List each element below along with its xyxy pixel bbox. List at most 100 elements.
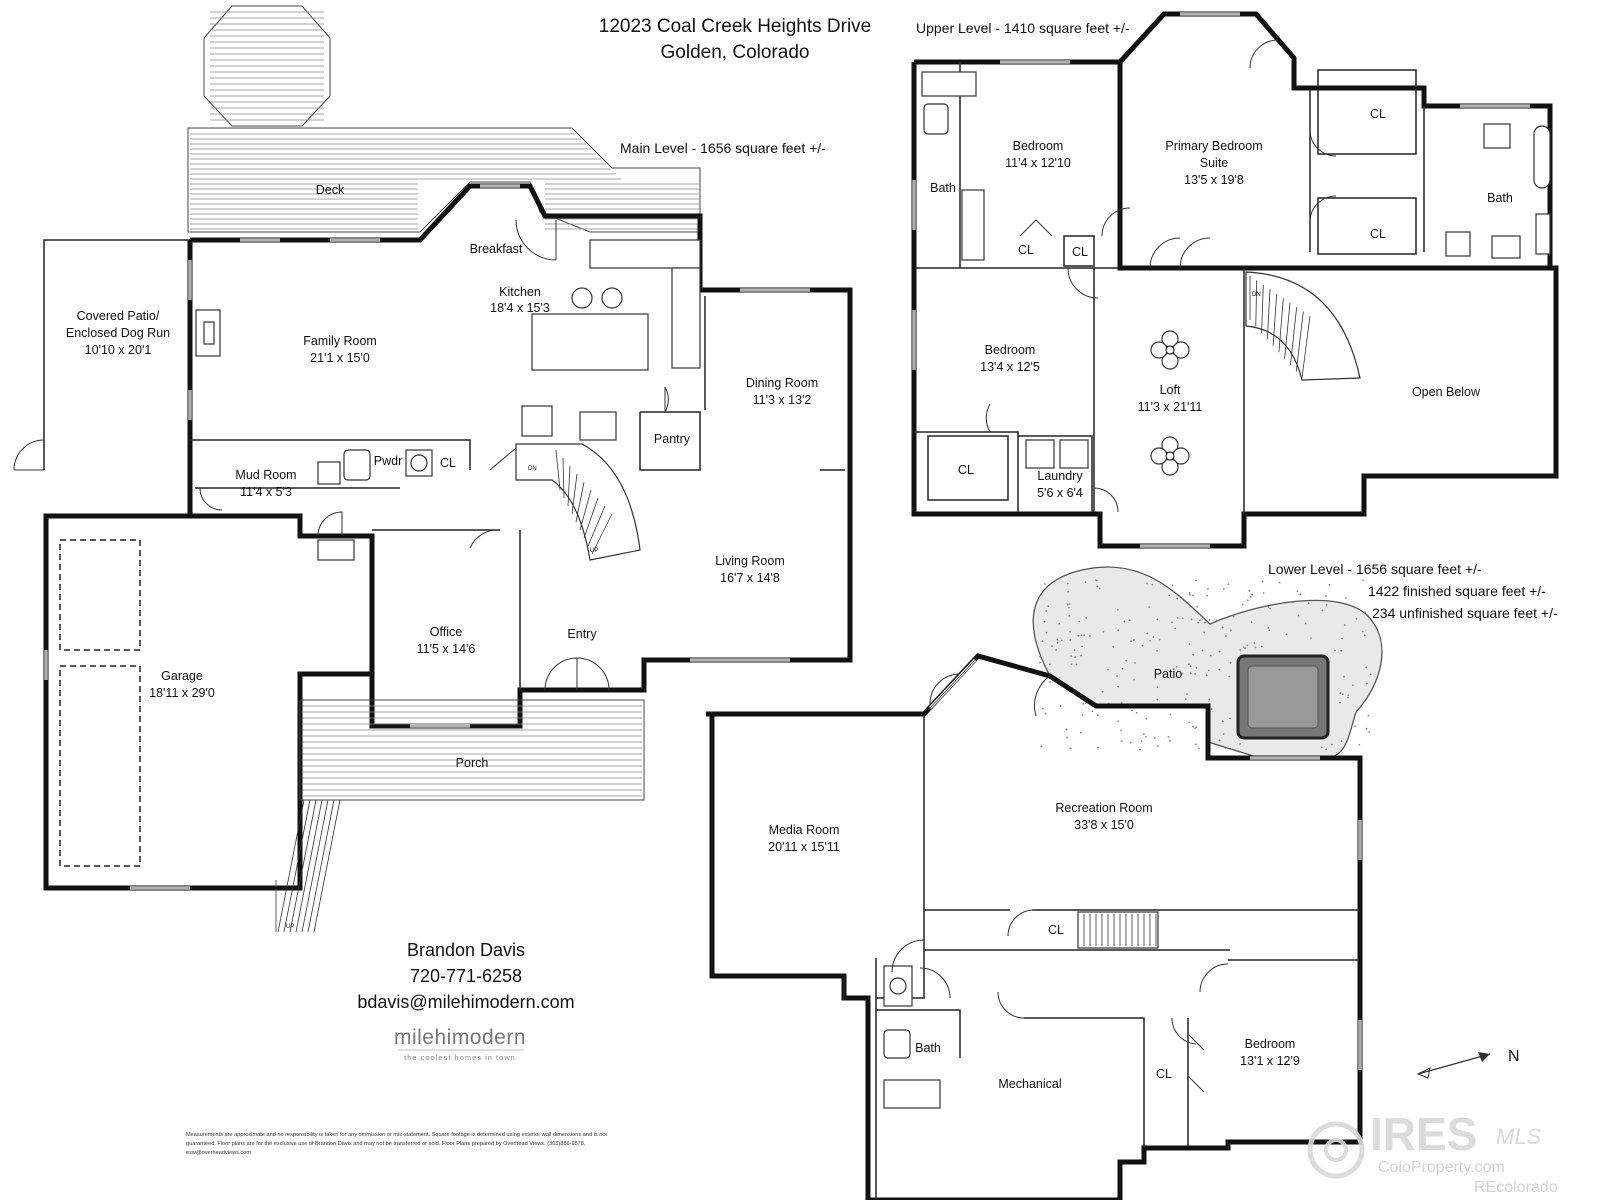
patio-speck [1218, 650, 1221, 653]
mud-room-dim: 11'4 x 5'3 [240, 485, 292, 499]
line-stroke [567, 465, 571, 507]
patio-speck [1079, 731, 1082, 734]
patio-speck [1340, 649, 1343, 652]
octagon-deck [203, 5, 331, 127]
patio-speck [1189, 672, 1192, 675]
upper-bath-2-label: Bath [1487, 191, 1513, 205]
patio-speck [1043, 583, 1046, 585]
fan-hub [1165, 345, 1175, 355]
line-stroke [583, 497, 599, 539]
patio-speck [1192, 725, 1194, 728]
lower-level-header-3: 234 unfinished square feet +/- [1372, 605, 1558, 621]
office-dim: 11'5 x 14'6 [417, 642, 476, 656]
patio-speck [1291, 601, 1294, 604]
patio-speck [1081, 645, 1084, 648]
loft-name: Loft [1160, 383, 1181, 397]
patio-speck [1123, 620, 1126, 623]
covered-patio-outline [43, 239, 190, 470]
patio-speck [1133, 678, 1135, 681]
patio-speck [1339, 701, 1341, 704]
lower-windows [928, 658, 1362, 1070]
porch-area [299, 699, 645, 801]
patio-speck [1146, 582, 1148, 585]
line-stroke [562, 457, 565, 499]
recreation-room-dim: 33'8 x 15'0 [1074, 818, 1134, 832]
patio-speck [1156, 618, 1159, 621]
patio-speck [1066, 582, 1069, 585]
patio-speck [1065, 728, 1068, 731]
office-name: Office [430, 625, 462, 639]
living-room-name: Living Room [715, 554, 784, 568]
patio-speck [1066, 736, 1068, 739]
primary-closet-1-label: CL [1370, 107, 1386, 121]
patio-speck [1260, 645, 1263, 648]
patio-speck [1040, 745, 1043, 748]
patio-speck [1361, 630, 1364, 633]
line-stroke [591, 513, 613, 555]
patio-speck [1194, 673, 1197, 675]
patio-speck [1175, 665, 1178, 668]
patio-speck [1181, 672, 1184, 675]
patio-speck [1192, 594, 1195, 597]
patio-speck [1363, 634, 1366, 637]
line-stroke [929, 659, 976, 709]
patio-speck [1268, 629, 1271, 632]
octagon-deck-boards [210, 11, 324, 121]
kitchen-island [531, 313, 649, 371]
patio-speck [1146, 632, 1149, 635]
patio-speck [1131, 709, 1133, 712]
patio-speck [1152, 636, 1155, 638]
agent-phone: 720-771-6258 [410, 966, 522, 986]
line-stroke [1272, 293, 1278, 346]
patio-speck [1075, 663, 1078, 666]
patio-speck [1339, 692, 1342, 695]
patio-speck [1368, 730, 1371, 733]
patio-speck [1222, 733, 1225, 735]
patio-speck [1077, 634, 1080, 637]
patio-speck [1132, 639, 1135, 641]
patio-speck [1117, 720, 1120, 723]
patio-speck [1218, 668, 1221, 671]
patio-speck [1189, 665, 1192, 667]
patio-speck [1117, 685, 1120, 688]
patio-speck [1184, 698, 1187, 701]
patio-speck [1188, 663, 1190, 666]
patio-speck [1210, 708, 1213, 710]
upper-closet-2-label: CL [1072, 245, 1088, 259]
line-stroke [313, 799, 341, 933]
line-stroke [295, 799, 323, 933]
patio-speck [1267, 626, 1270, 629]
patio-speck [1096, 585, 1099, 588]
lower-bath-label: Bath [915, 1041, 941, 1055]
patio-speck [1196, 605, 1199, 608]
patio-speck [1249, 596, 1252, 598]
patio-speck [1084, 702, 1087, 704]
line-stroke [575, 481, 585, 523]
patio-speck [1082, 702, 1085, 705]
upper-level [911, 11, 1559, 549]
patio-speck [1285, 633, 1288, 636]
patio-speck [1205, 674, 1208, 677]
deck-area [187, 127, 701, 233]
patio-speck [1044, 712, 1047, 715]
patio-speck [1340, 740, 1343, 743]
patio-speck [1140, 740, 1143, 743]
line-stroke [1278, 298, 1284, 353]
line-stroke [289, 799, 317, 933]
patio-speck [1190, 618, 1193, 621]
patio-speck [1307, 602, 1310, 605]
open-below-label: Open Below [1412, 385, 1481, 399]
patio-speck [1239, 648, 1242, 651]
upper-bath-1-label: Bath [930, 181, 956, 195]
garage-name: Garage [161, 669, 203, 683]
patio-speck [1208, 619, 1211, 621]
patio-speck [1107, 668, 1109, 671]
patio-label: Patio [1154, 667, 1183, 681]
family-room-dim: 21'1 x 15'0 [310, 351, 370, 365]
entry-label: Entry [567, 627, 597, 641]
patio-speck [1117, 629, 1120, 632]
lower-stair-treads [1083, 914, 1157, 946]
patio-speck [1055, 649, 1058, 651]
main-stair-up: UP [590, 548, 598, 554]
